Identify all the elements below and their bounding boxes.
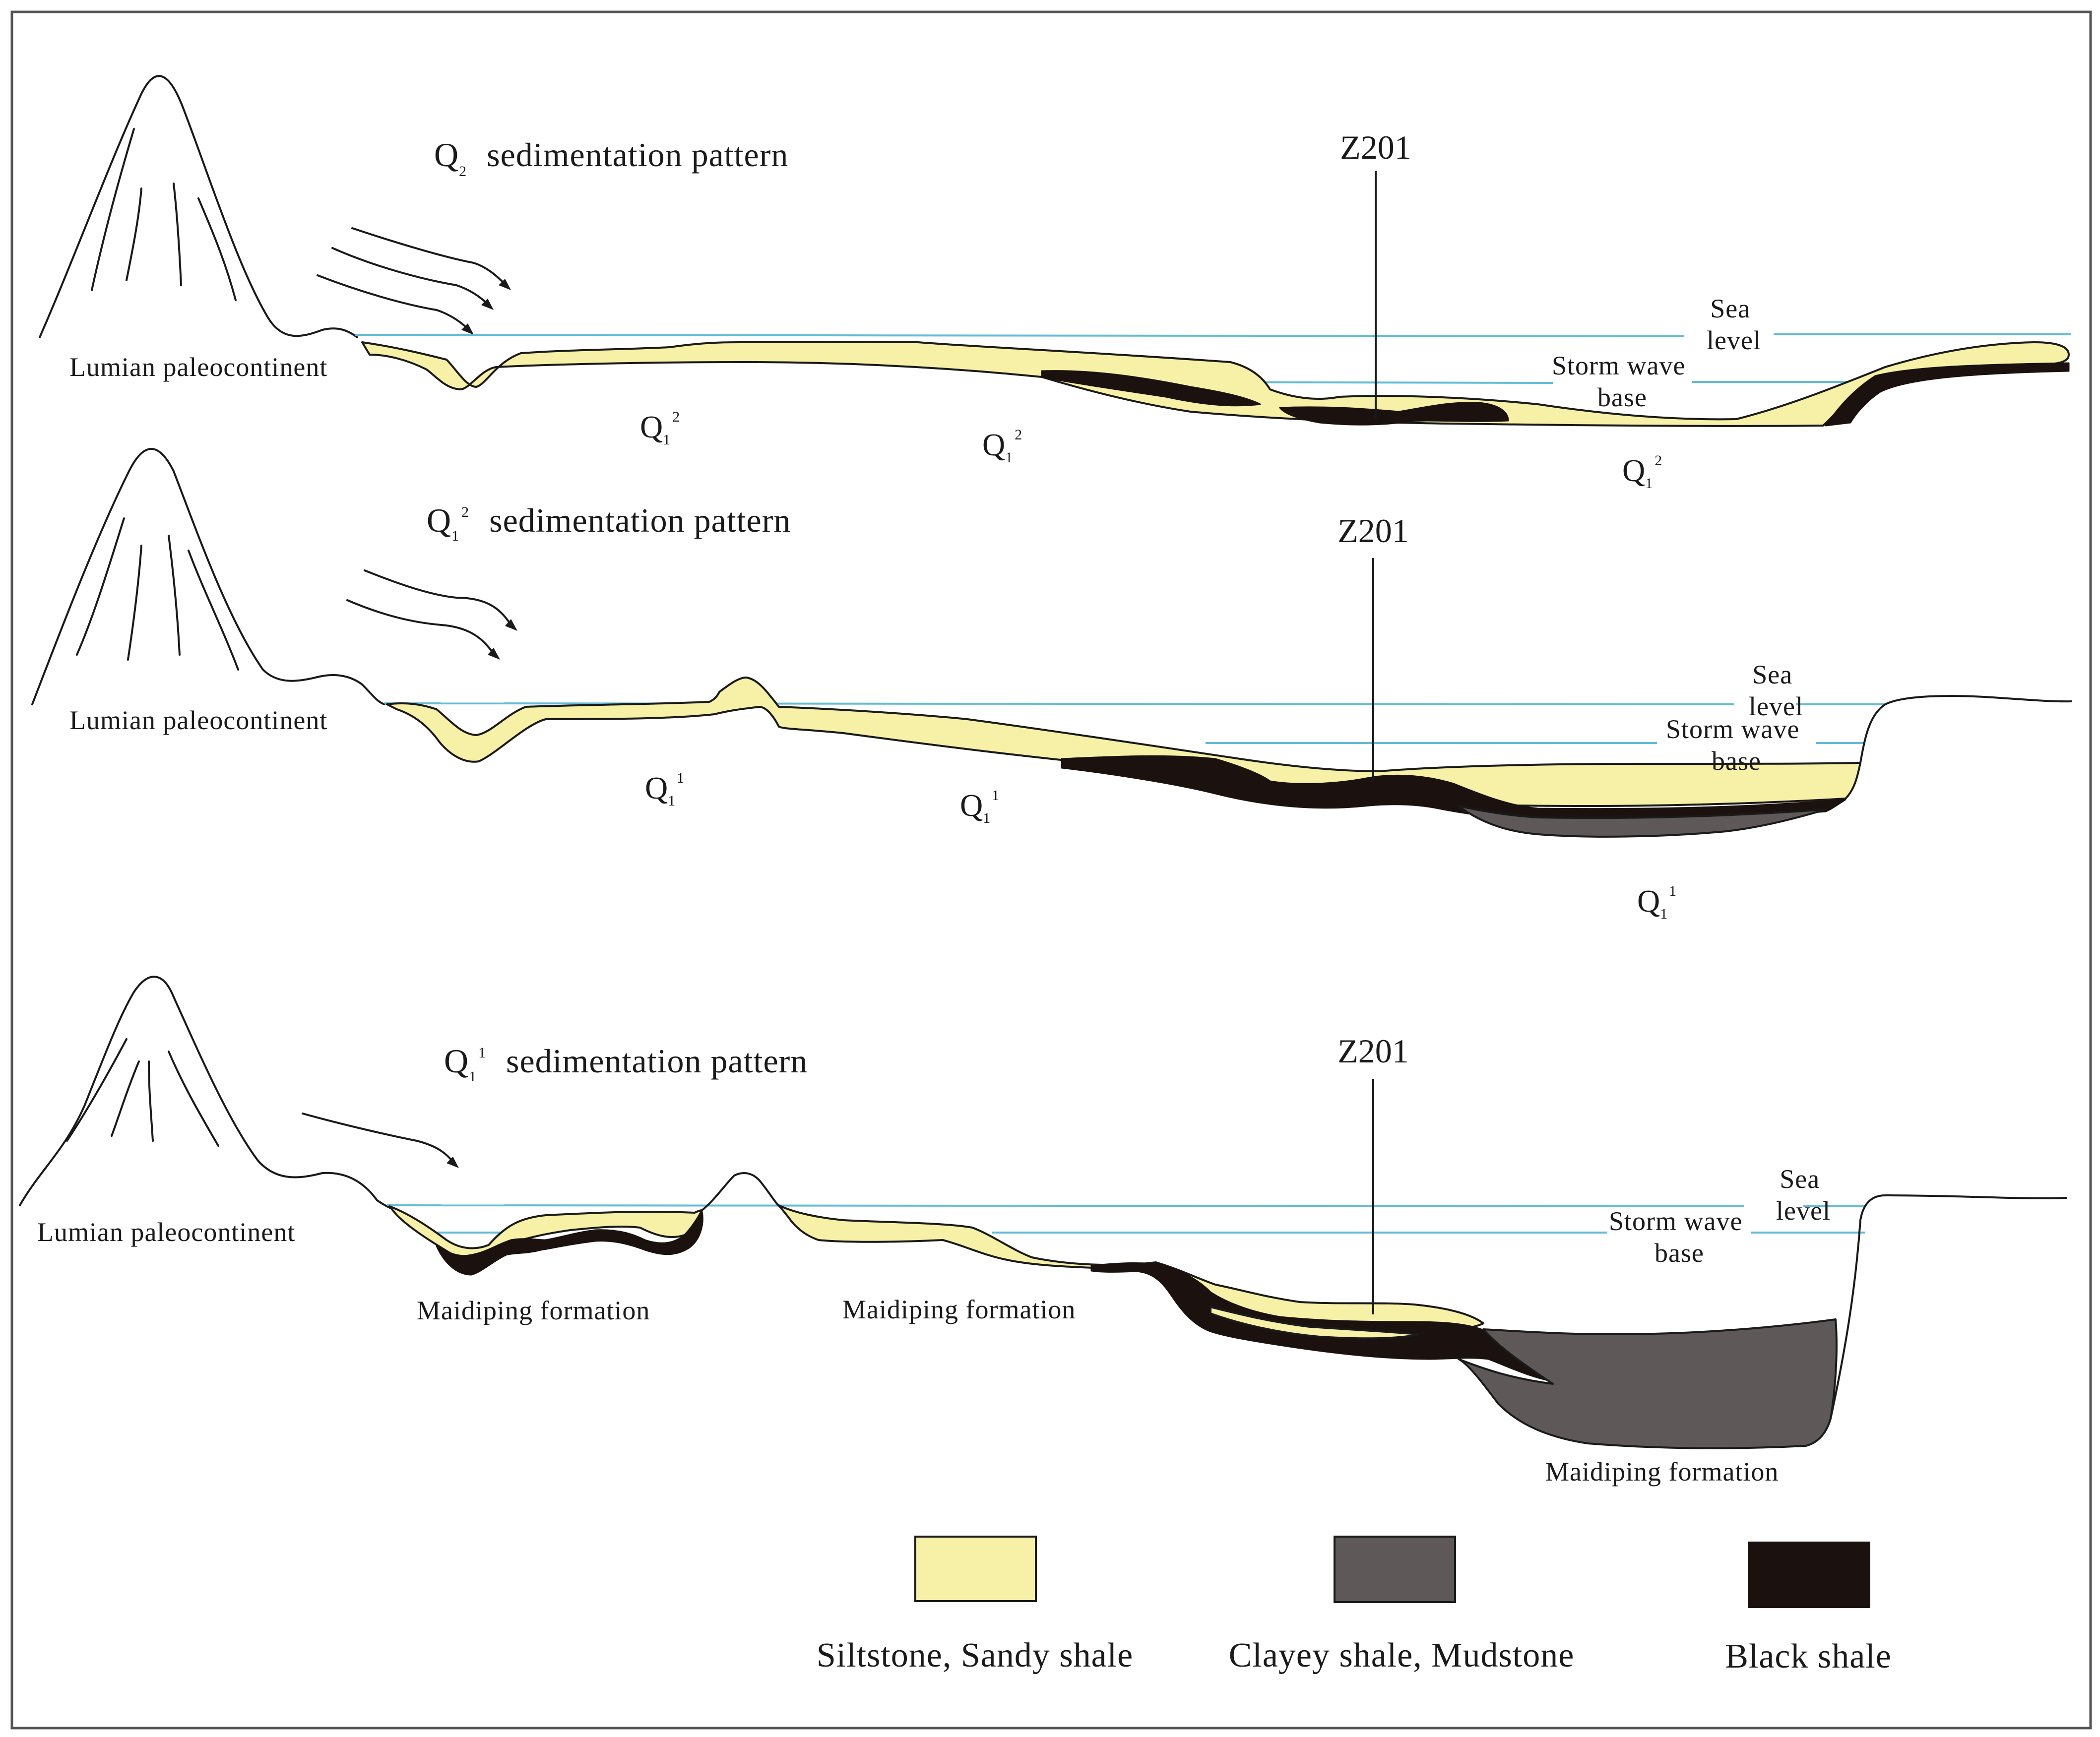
wind-arrow	[317, 274, 470, 331]
black-shale-lens	[1279, 402, 1509, 426]
legend-swatch-clayey-shale	[1334, 1536, 1456, 1603]
black-shale-lens	[1825, 362, 2070, 427]
legend: Siltstone, Sandy shale Clayey shale, Mud…	[817, 1536, 1892, 1675]
legend-label: Black shale	[1725, 1637, 1892, 1675]
unit-label: Q11	[645, 770, 684, 809]
sea-level-line	[354, 334, 1685, 337]
wind-arrow	[351, 227, 507, 286]
mountain-outline	[31, 448, 385, 705]
well-label: Z201	[1340, 128, 1411, 166]
mountain-ridge-line	[111, 1060, 140, 1137]
well-label: Z201	[1337, 1032, 1409, 1070]
sea-level-label: Sea level	[1776, 1164, 1831, 1226]
mountain-ridge-line	[173, 183, 182, 286]
sea-level-line	[386, 1204, 1744, 1207]
shelf-outline	[1830, 1194, 2067, 1420]
black-shale-lens	[436, 1211, 703, 1276]
storm-wave-base-label: Storm wave base	[1552, 351, 1693, 412]
mountain-ridge-line	[76, 517, 125, 656]
storm-wave-base-label: Storm wave base	[1609, 1206, 1750, 1268]
mountain-ridge-line	[188, 550, 239, 671]
sea-level-line	[384, 702, 1734, 705]
black-shale-lens	[1061, 755, 1846, 819]
storm-wave-base-label: Storm wave base	[1666, 714, 1807, 776]
legend-swatch-siltstone	[914, 1536, 1037, 1602]
continent-label: Lumian paleocontinent	[69, 352, 327, 382]
sea-level-label: Sea level	[1707, 294, 1761, 355]
seafloor-outline	[701, 1172, 785, 1211]
legend-label: Siltstone, Sandy shale	[817, 1636, 1133, 1675]
mountain-outline	[39, 75, 358, 338]
legend-label: Clayey shale, Mudstone	[1229, 1636, 1575, 1675]
unit-label: Q12	[640, 409, 680, 448]
formation-label: Maidiping formation	[842, 1295, 1076, 1324]
arrowhead	[499, 279, 511, 290]
formation-label: Maidiping formation	[1545, 1457, 1779, 1487]
arrowhead	[461, 323, 474, 335]
mountain-ridge-line	[66, 1038, 127, 1142]
black-shale-lens	[1090, 1262, 1554, 1382]
well-label: Z201	[1337, 512, 1409, 550]
arrowhead	[488, 648, 500, 660]
siltstone-body	[1209, 1306, 1420, 1340]
continent-label: Lumian paleocontinent	[69, 705, 327, 735]
black-shale-lens	[1041, 370, 1261, 407]
wind-arrow	[364, 569, 512, 626]
clayey-shale-body	[1458, 805, 1827, 838]
shelf-outline	[1859, 695, 2072, 764]
mountain-ridge-line	[91, 128, 135, 291]
unit-label: Q12	[1622, 452, 1662, 492]
arrowhead	[446, 1157, 459, 1168]
mountain-outline	[19, 976, 403, 1214]
mountain-ridge-line	[168, 535, 181, 656]
mountain-ridge-line	[127, 545, 142, 661]
legend-swatch-black-shale	[1748, 1542, 1870, 1608]
unit-label: Q12	[982, 427, 1022, 466]
clayey-shale-body	[1458, 1318, 1838, 1449]
formation-label: Maidiping formation	[417, 1296, 650, 1325]
unit-label: Q11	[960, 787, 999, 826]
mountain-ridge-line	[148, 1060, 154, 1142]
mountain-ridge-line	[126, 187, 142, 281]
sea-level-label: Sea level	[1749, 660, 1803, 721]
figure-frame	[10, 10, 2092, 1730]
wind-arrow	[346, 599, 495, 655]
wind-arrow	[331, 247, 490, 306]
arrowhead	[505, 619, 517, 631]
mountain-ridge-line	[168, 1051, 219, 1147]
arrowhead	[481, 299, 494, 310]
siltstone-body	[361, 341, 2070, 427]
mountain-ridge-line	[197, 197, 237, 301]
continent-label: Lumian paleocontinent	[37, 1217, 295, 1247]
unit-label: Q11	[1637, 883, 1676, 922]
wind-arrow	[302, 1113, 455, 1164]
